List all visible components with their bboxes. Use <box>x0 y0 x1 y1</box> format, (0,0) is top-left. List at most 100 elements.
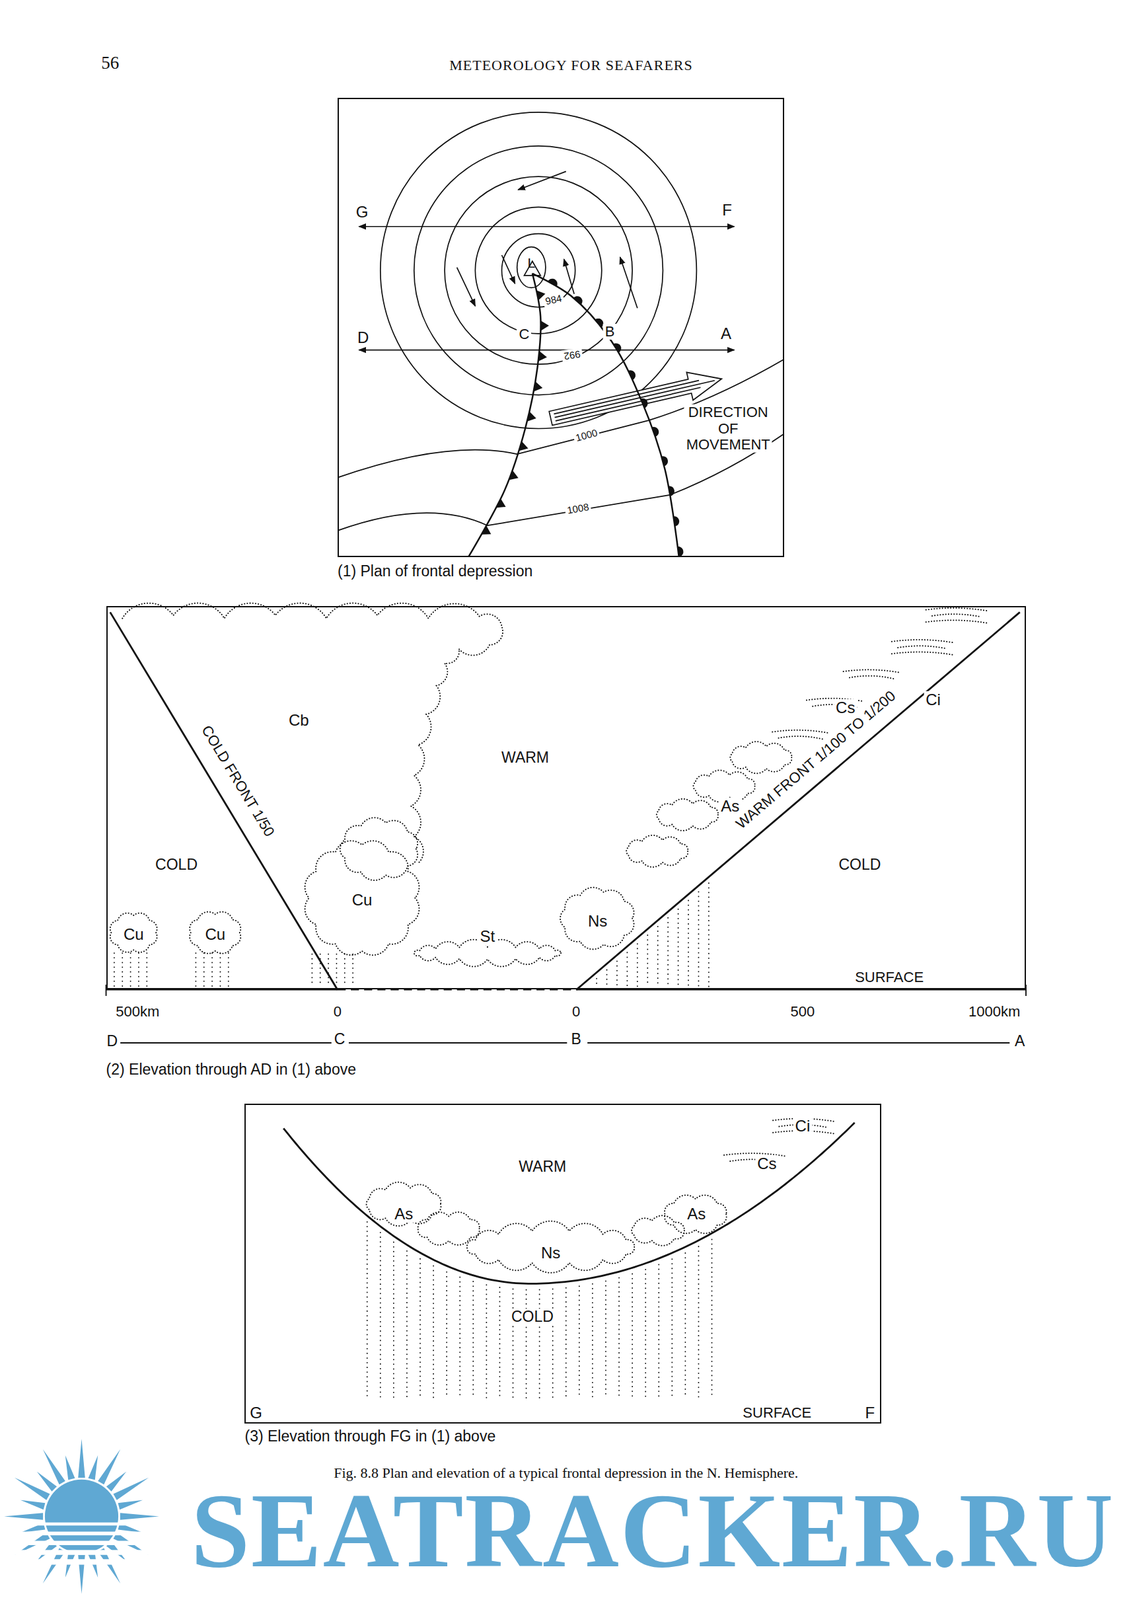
cold-front-line <box>467 273 542 557</box>
cumulus-cloud <box>189 911 241 954</box>
rain-streak <box>499 1286 501 1398</box>
cold-front-symbol <box>481 525 492 534</box>
cloud-type: Cu <box>202 925 228 943</box>
cloud-type: St <box>478 927 498 945</box>
rain-streak <box>203 952 205 987</box>
cloud-type: As <box>392 1204 415 1223</box>
rain-streak <box>194 952 197 987</box>
cirrus-streak <box>926 619 988 623</box>
warm-front-symbol <box>613 342 622 353</box>
plan-isobars <box>337 112 785 557</box>
rain-streak <box>605 1280 607 1398</box>
rain-streak <box>512 1288 514 1398</box>
rain-streak <box>667 917 669 987</box>
rain-streak <box>618 1276 620 1398</box>
cloud-type: Cs <box>755 1154 779 1172</box>
cumulonimbus-outline <box>122 603 503 864</box>
watermark-logo <box>0 1438 164 1594</box>
cloud-type: Cu <box>350 890 375 908</box>
rain-streak <box>138 952 140 987</box>
pressure-value: 1008 <box>564 501 592 517</box>
rain-streak <box>336 953 338 987</box>
warm-front-symbol <box>652 426 659 437</box>
section-ad <box>106 611 1026 1043</box>
rain-streak <box>121 952 123 987</box>
pressure-value: 992 <box>561 348 584 363</box>
cumulus-cloud <box>340 817 418 880</box>
cloud-type: Ns <box>585 912 610 930</box>
rain-streak <box>687 899 690 987</box>
rain-streak <box>472 1280 474 1398</box>
cloud-type: Cb <box>286 711 312 729</box>
warm-front-symbol <box>547 278 557 287</box>
panel-caption: (3) Elevation through FG in (1) above <box>244 1426 496 1445</box>
rain-streak <box>113 952 115 987</box>
cloud-type: Cu <box>121 925 146 943</box>
rain-streak <box>657 1263 660 1398</box>
rain-streak <box>311 953 313 987</box>
cold-front-symbol <box>538 350 548 361</box>
warm-front-symbol <box>668 485 675 496</box>
altostratus-cloud <box>656 798 719 831</box>
rain-streak <box>379 1232 382 1398</box>
rain-streak <box>631 1273 633 1398</box>
rain-streak <box>657 926 659 987</box>
rain-streak <box>671 1258 673 1398</box>
air-mass-label: WARM <box>516 1158 569 1175</box>
panel-caption: (2) Elevation through AD in (1) above <box>106 1060 357 1079</box>
cirrus-streak <box>891 652 954 655</box>
rain-streak <box>145 952 148 987</box>
rain-streak <box>406 1250 408 1398</box>
cloud-type: As <box>685 1204 708 1223</box>
rain-streak <box>646 934 649 987</box>
warm-front-symbol <box>640 398 649 409</box>
cirrus-streak <box>932 613 982 617</box>
diagram-panel: (3) Elevation through FG in (1) above <box>244 1103 881 1423</box>
cloud-type: Cs <box>833 698 857 717</box>
warm-front-line <box>532 273 680 557</box>
rain-streak <box>591 1283 594 1398</box>
figure-caption: Fig. 8.8 Plan and elevation of a typical… <box>330 1464 801 1481</box>
rain-streak <box>445 1271 448 1398</box>
rain-streak <box>578 1285 581 1398</box>
low-centre: L <box>527 255 536 271</box>
air-mass-label: WARM <box>499 749 551 766</box>
cold-front-symbol <box>527 411 537 422</box>
front-label: WARM FRONT 1/100 TO 1/200 <box>731 686 900 834</box>
scale-value: 500km <box>113 1003 162 1020</box>
rain-streak <box>352 953 354 987</box>
front-label: COLD FRONT 1/50 <box>196 721 279 842</box>
cumulus-cloud <box>305 840 420 955</box>
scale-value: 1000km <box>966 1003 1022 1020</box>
point-letter: A <box>718 325 734 343</box>
diagram-panel: (1) Plan of frontal depression <box>337 97 785 557</box>
altostratus-cloud <box>664 1194 727 1233</box>
air-mass-label: COLD <box>153 856 200 873</box>
warm-front-symbol <box>661 455 668 466</box>
rain-streak <box>698 891 700 987</box>
altostratus-cloud <box>626 835 688 867</box>
rain-streak <box>319 953 322 987</box>
rain-streak <box>327 953 329 987</box>
section-letter: A <box>1012 1032 1027 1050</box>
rain-streak <box>485 1284 487 1398</box>
cold-front-symbol <box>541 320 549 331</box>
air-mass-label: COLD <box>509 1308 556 1325</box>
rain-streak <box>565 1287 567 1398</box>
rain-streak <box>459 1276 461 1398</box>
rain-streak <box>677 909 680 987</box>
warm-front-symbol <box>673 515 680 526</box>
warm-front-symbol <box>628 369 636 380</box>
cold-front-symbol <box>496 498 507 508</box>
section-fg <box>283 1118 855 1398</box>
rain-streak <box>366 1221 368 1398</box>
altostratus-cloud <box>631 1214 685 1246</box>
cloud-type: Ci <box>923 691 943 709</box>
cirrus-streak <box>849 675 894 679</box>
direction-label: DIRECTION OF MOVEMENT <box>684 404 773 453</box>
cloud-type: Ci <box>793 1117 813 1135</box>
rain-streak <box>539 1288 541 1398</box>
